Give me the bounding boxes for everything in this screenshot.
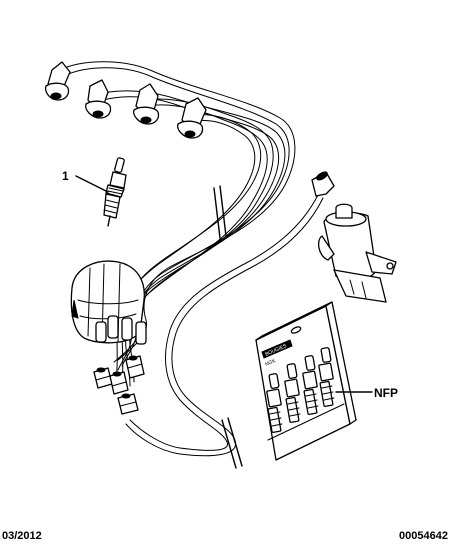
pack-sub-text: NGK: [264, 358, 277, 368]
pack-plug-2: [284, 363, 301, 424]
spark-plug-set-pack: BOUGIES NGK: [255, 301, 357, 461]
pack-plug-3: [302, 355, 319, 416]
distributor-lead-boots: [93, 355, 145, 415]
plug-cap-2: [85, 79, 112, 119]
plug-cap-1: [44, 61, 71, 101]
spark-plug-leader-line: [75, 175, 109, 193]
plug-set-callout: NFP: [374, 386, 398, 400]
distributor-cap: [70, 260, 147, 345]
ignition-lead-bundle: [59, 61, 296, 387]
pack-plug-4: [318, 347, 335, 408]
footer-date: 03/2012: [2, 530, 42, 542]
footer-reference: 00054642: [399, 530, 448, 542]
spark-plug: [103, 157, 127, 227]
coil-lead: [125, 194, 324, 469]
pack-plug-1: [266, 373, 283, 434]
ignition-coil: [311, 171, 397, 303]
plug-cap-4: [177, 97, 207, 139]
plug-cap-3: [133, 83, 160, 125]
spark-plug-callout: 1: [62, 169, 69, 183]
